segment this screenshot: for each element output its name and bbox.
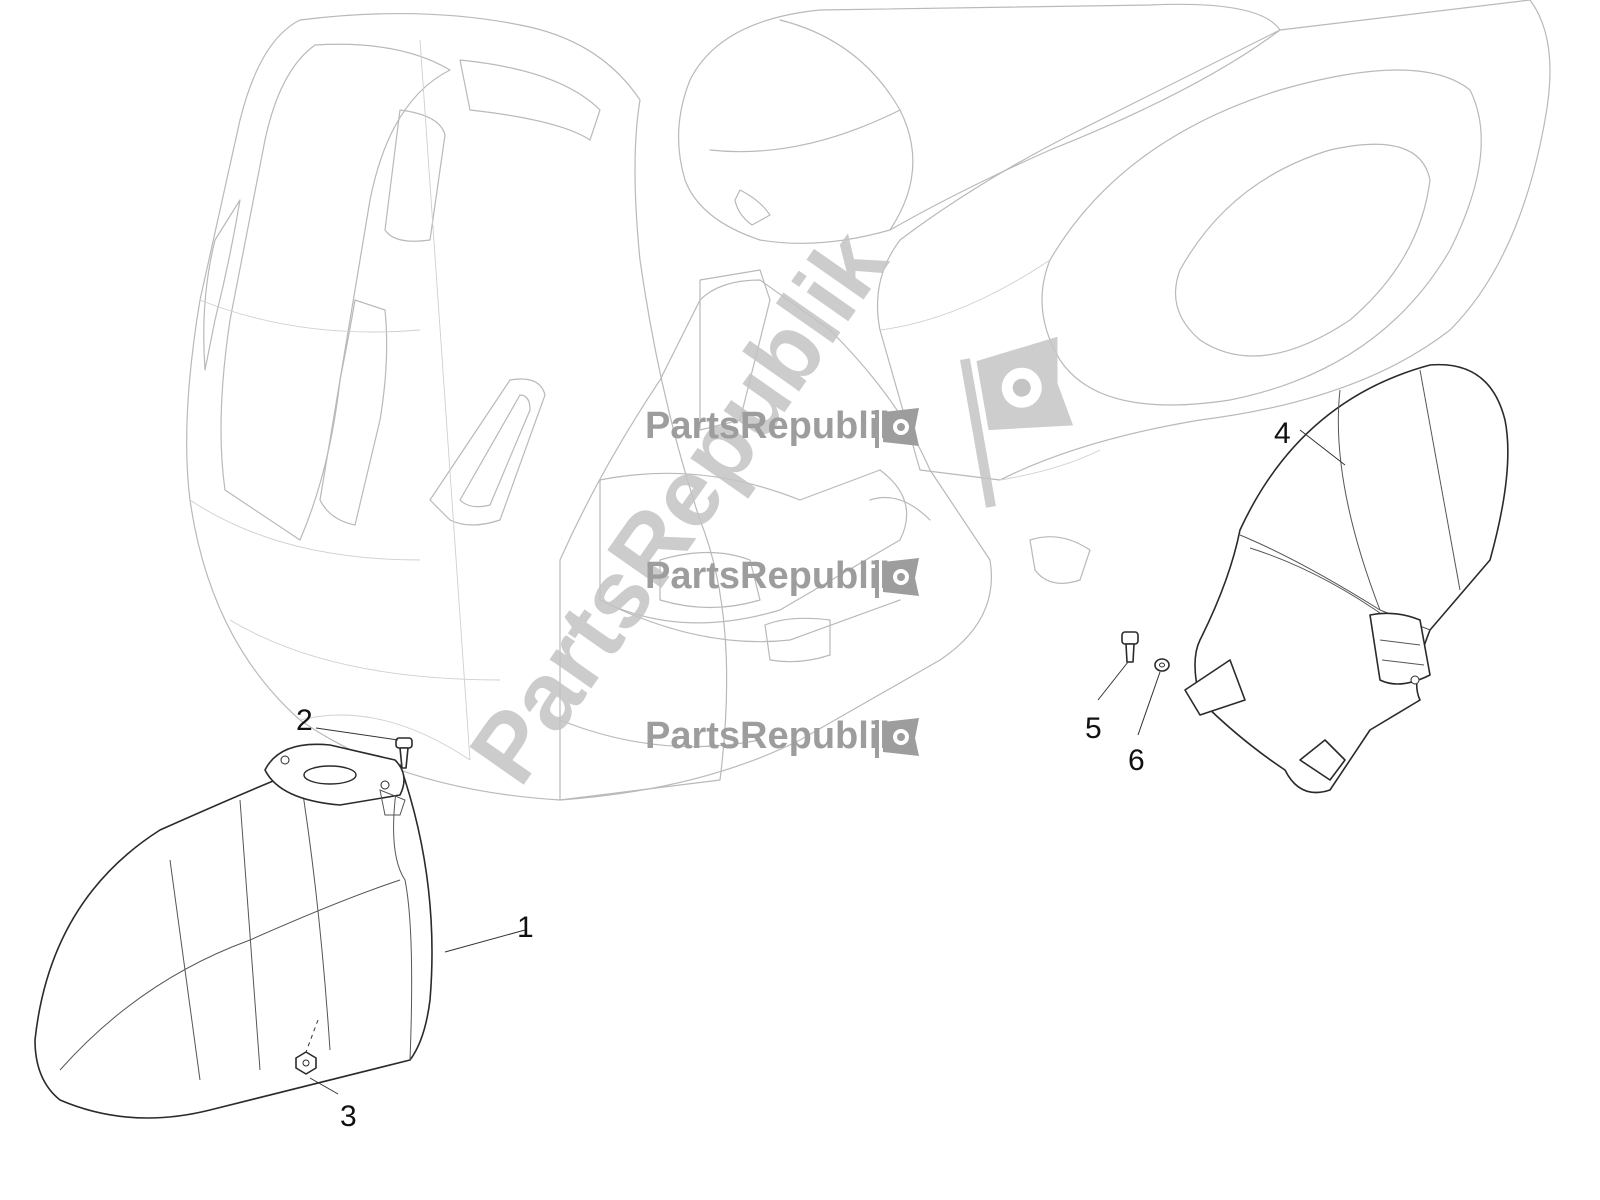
watermark-group: PartsRepublik PartsRepublik PartsRepubli…: [450, 211, 1074, 802]
screw-part-2: [395, 737, 413, 769]
watermark-row-3: PartsRepublik: [645, 715, 919, 758]
watermark-row-2: PartsRepublik: [645, 555, 919, 598]
callout-labels: 2 1 3 4 5 6: [296, 417, 1291, 1133]
watermark-text: PartsRepublik: [645, 405, 901, 447]
callout-1: 1: [517, 911, 534, 944]
watermark-text: PartsRepublik: [645, 555, 901, 597]
scooter-body-outline: [186, 0, 1551, 801]
gear-flag-icon: [875, 558, 919, 598]
gear-flag-icon: [875, 408, 919, 448]
gear-flag-icon: [875, 718, 919, 758]
bolt-part-5: [1121, 631, 1139, 663]
leader-lines: [305, 429, 1346, 1095]
watermark-row-1: PartsRepublik: [645, 405, 919, 448]
watermark-diagonal: PartsRepublik: [450, 211, 908, 802]
callout-6: 6: [1128, 744, 1145, 777]
washer-part-6: [1154, 658, 1170, 672]
rear-mudguard: [1184, 363, 1509, 794]
callout-5: 5: [1085, 712, 1102, 745]
front-mudguard: [34, 743, 433, 1119]
callout-4: 4: [1274, 417, 1291, 450]
callout-2: 2: [296, 704, 313, 737]
callout-3: 3: [340, 1100, 357, 1133]
nut-part-3: [295, 1051, 317, 1075]
gear-flag-icon-large: [960, 336, 1074, 508]
watermark-text: PartsRepublik: [645, 715, 901, 757]
